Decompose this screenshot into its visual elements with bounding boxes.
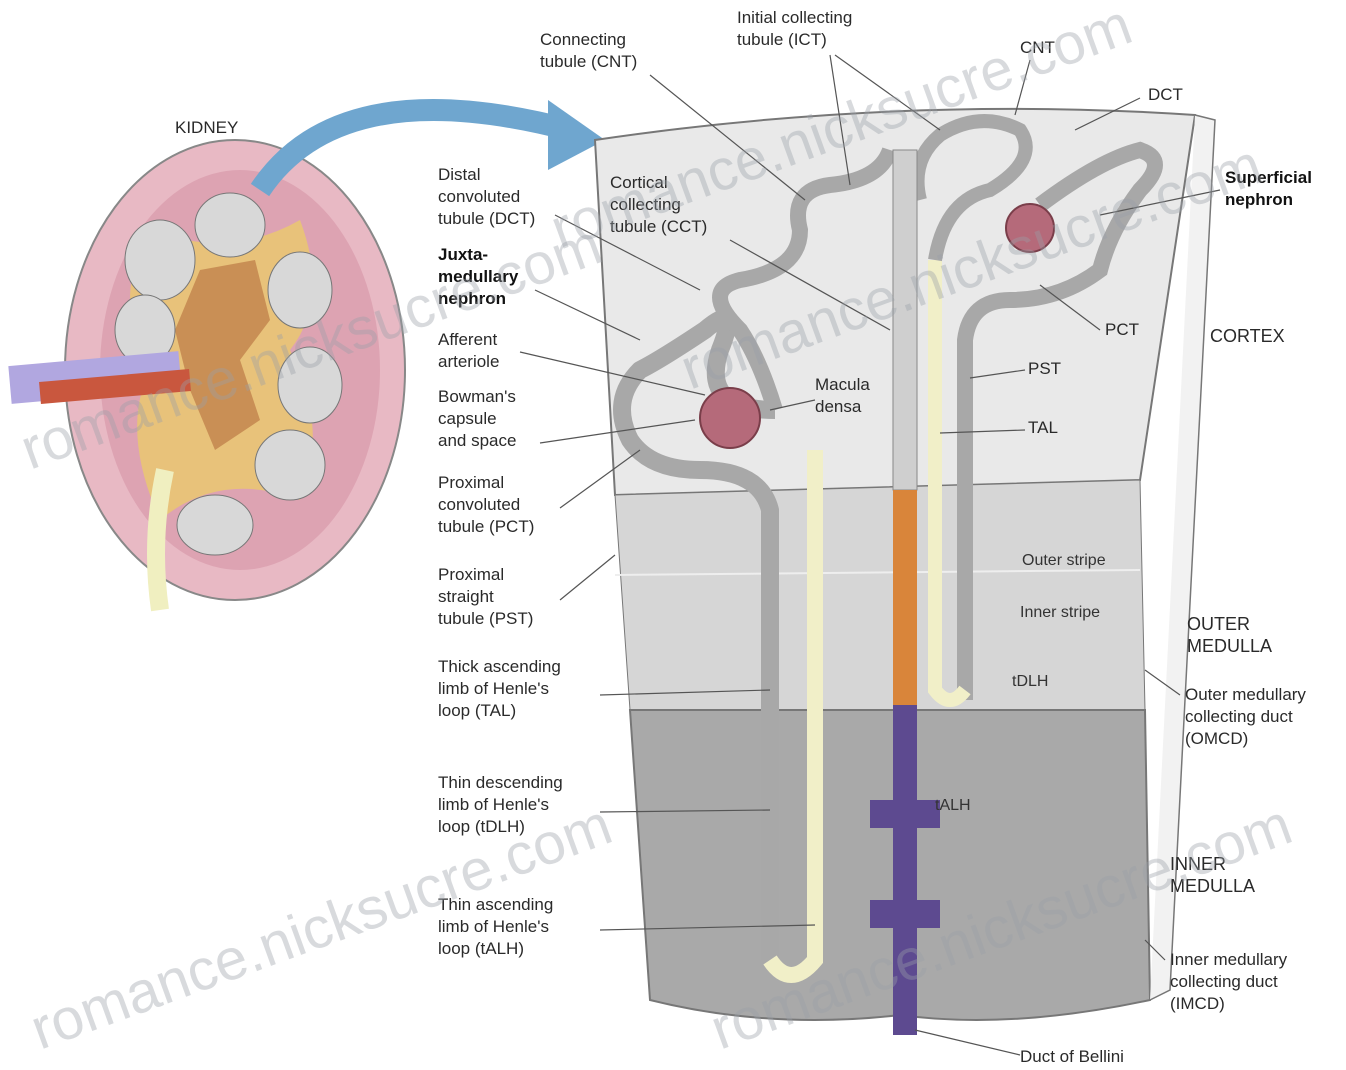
- zone-cortex: CORTEX: [1210, 326, 1285, 346]
- label-imcd: Inner medullary collecting duct (IMCD): [1170, 950, 1292, 1013]
- label-connecting-tubule: Connecting tubule (CNT): [540, 30, 637, 71]
- label-pst-short: PST: [1028, 359, 1061, 378]
- label-outer-stripe: Outer stripe: [1022, 552, 1106, 569]
- label-dct-short: DCT: [1148, 85, 1183, 104]
- label-pct-short: PCT: [1105, 320, 1139, 339]
- label-initial-collecting-tubule: Initial collecting tubule (ICT): [737, 8, 857, 49]
- label-bowmans-capsule: Bowman's capsule and space: [438, 387, 521, 450]
- label-dct: Distal convoluted tubule (DCT): [438, 165, 535, 228]
- label-omcd: Outer medullary collecting duct (OMCD): [1185, 685, 1311, 748]
- label-pst: Proximal straight tubule (PST): [438, 565, 533, 628]
- label-pct: Proximal convoluted tubule (PCT): [438, 473, 534, 536]
- kidney-label: KIDNEY: [175, 118, 238, 137]
- label-duct-of-bellini: Duct of Bellini: [1020, 1047, 1124, 1066]
- label-afferent-arteriole: Afferent arteriole: [438, 330, 502, 371]
- label-inner-stripe: Inner stripe: [1020, 604, 1100, 621]
- label-tal-short: TAL: [1028, 418, 1058, 437]
- label-tal: Thick ascending limb of Henle's loop (TA…: [438, 657, 566, 720]
- label-talh-inner: tALH: [935, 797, 971, 814]
- zone-outer-medulla: OUTER MEDULLA: [1187, 614, 1272, 656]
- label-idlh: tDLH: [1012, 673, 1048, 690]
